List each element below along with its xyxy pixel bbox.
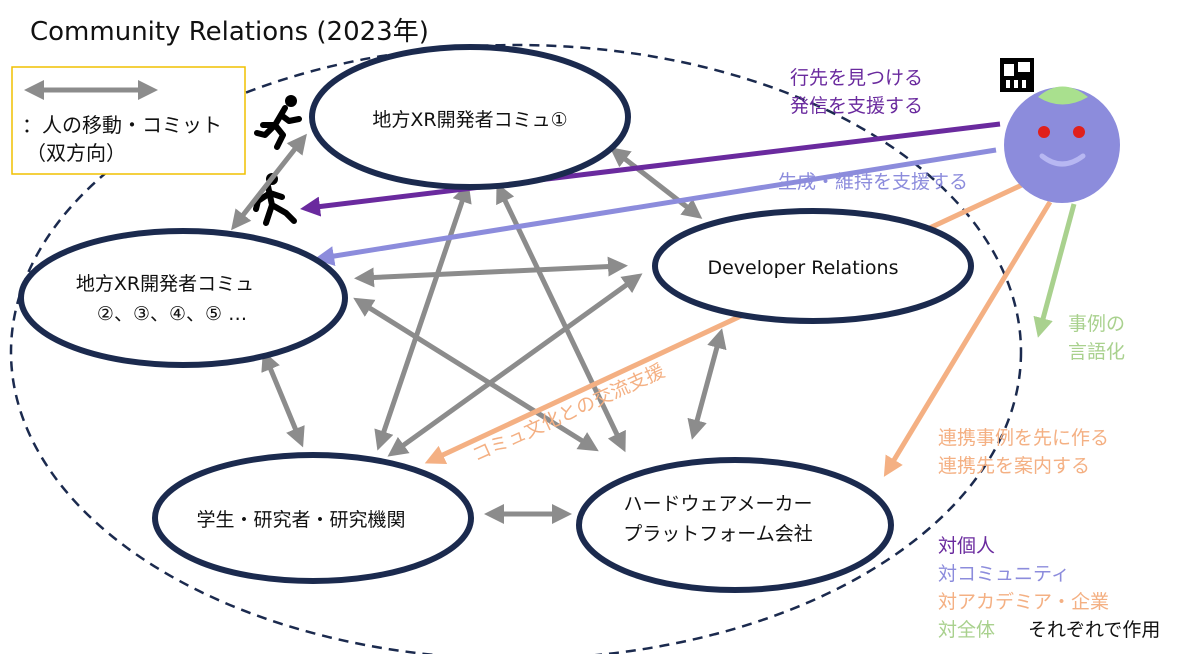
node-students-researchers: 学生・研究者・研究機関 xyxy=(152,452,474,584)
annotation-case-verbalization-2: 言語化 xyxy=(1068,341,1125,363)
arrow-devrel-hardware xyxy=(687,328,727,440)
annotation-create-cases: 連携事例を先に作る xyxy=(938,427,1109,449)
node-hardware-platform: ハードウェアメーカー プラットフォーム会社 xyxy=(576,457,894,593)
arrow-xr1-students xyxy=(374,182,472,451)
node-hardware-platform-label-1: ハードウェアメーカー xyxy=(623,493,812,515)
community-boundary xyxy=(9,43,1023,654)
annotation-case-verbalization-1: 事例の xyxy=(1068,313,1125,335)
running-person-icon xyxy=(253,173,297,226)
node-local-xr-others-label-2: ②、③、④、⑤ … xyxy=(97,303,247,325)
node-local-xr-others: 地方XR開発者コミュ ②、③、④、⑤ … xyxy=(18,228,348,368)
node-developer-relations: Developer Relations xyxy=(652,208,974,324)
key-community: 対コミュニティ xyxy=(938,563,1070,585)
logo-icon xyxy=(1000,58,1034,92)
node-local-xr-others-label-1: 地方XR開発者コミュ xyxy=(76,273,254,295)
community-arrows xyxy=(231,133,727,524)
running-person-icon xyxy=(254,95,302,150)
arrow-support-all xyxy=(1033,203,1077,338)
node-hardware-platform-label-2: プラットフォーム会社 xyxy=(623,523,812,545)
node-students-researchers-label: 学生・研究者・研究機関 xyxy=(196,509,405,531)
key-academia-companies: 対アカデミア・企業 xyxy=(938,591,1109,613)
arrow-support-companies xyxy=(883,200,1053,477)
smiley-avatar-icon xyxy=(1004,86,1120,203)
page-title: Community Relations (2023年) xyxy=(30,17,429,47)
arrow-xr2-students xyxy=(261,350,305,448)
annotation-guide-partners: 連携先を案内する xyxy=(938,455,1090,477)
arrow-support-individual xyxy=(300,121,1001,217)
node-local-xr-1: 地方XR開発者コミュ① xyxy=(309,44,631,190)
arrow-devrel-students xyxy=(387,273,643,457)
annotation-find-destination: 行先を見つける xyxy=(790,67,923,89)
arrow-xr1-xr2 xyxy=(231,133,307,231)
arrow-xr1-devrel xyxy=(609,147,703,219)
legend: ：人の移動・コミット （双方向） xyxy=(11,66,246,175)
annotation-support-outreach: 発信を支援する xyxy=(790,95,923,117)
arrow-support-community xyxy=(314,147,997,266)
key-individual: 対個人 xyxy=(938,535,995,557)
legend-text-1: ：人の移動・コミット xyxy=(22,113,222,137)
legend-text-2: （双方向） xyxy=(26,141,126,165)
key-all: 対全体 xyxy=(938,619,995,641)
annotation-support-creation: 生成・維持を支援する xyxy=(778,171,968,193)
node-local-xr-1-label: 地方XR開発者コミュ① xyxy=(372,109,567,131)
node-developer-relations-label: Developer Relations xyxy=(707,257,898,279)
arrow-xr2-devrel xyxy=(354,256,628,288)
key-note: それぞれで作用 xyxy=(1028,619,1160,641)
